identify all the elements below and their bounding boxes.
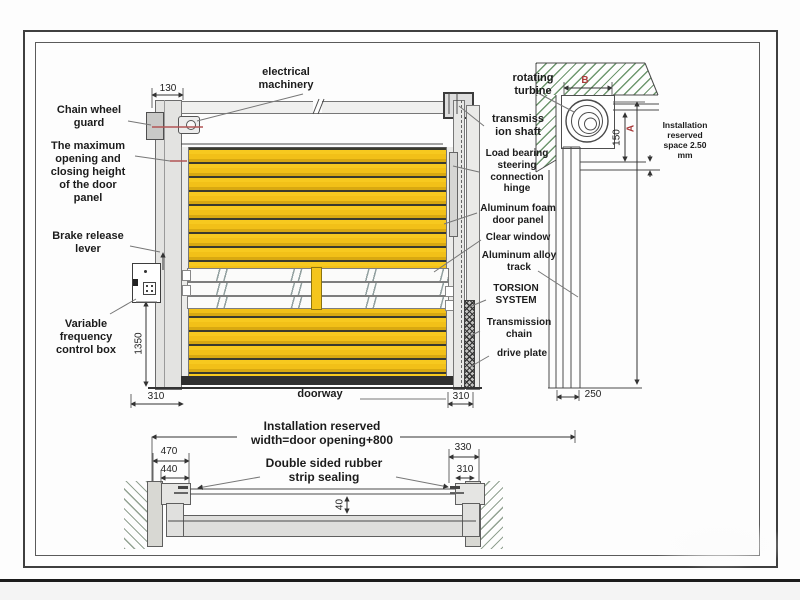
- plan-left-wall-hatch: [124, 481, 148, 549]
- door-bottom-seal: [181, 376, 453, 385]
- window-center-mullion: [311, 267, 322, 310]
- dim-470: 470: [160, 446, 178, 457]
- label-clear-window: Clear window: [485, 232, 551, 243]
- control-box-keypad: [143, 282, 156, 295]
- label-brake-release: Brake release lever: [52, 230, 124, 255]
- dim-B: B: [581, 75, 589, 86]
- label-chain-wheel-guard: Chain wheel guard: [56, 104, 122, 129]
- label-control-box: Variable frequency control box: [56, 318, 116, 356]
- dim-150: 150: [611, 129, 623, 146]
- motor-hub: [186, 120, 196, 130]
- label-aluminum-foam-panel: Aluminum foam door panel: [480, 203, 556, 226]
- label-rubber-seal: Double sided rubber strip sealing: [265, 456, 383, 485]
- lintel-wall-hatch-leg: [536, 95, 556, 172]
- left-guide-column-line: [164, 100, 165, 388]
- shaft-break-symbol: [313, 100, 322, 113]
- label-transmission-shaft: transmiss ion shaft: [492, 113, 544, 138]
- bottom-band: [0, 579, 800, 582]
- plan-right-guide-lower: [462, 503, 480, 537]
- chain-wheel-guard-box: [146, 112, 164, 140]
- load-bearing-hinge-strip: [449, 152, 458, 237]
- drawing-inner-border: [35, 42, 760, 556]
- label-drive-plate: drive plate: [496, 348, 548, 359]
- control-box-switch: [133, 279, 138, 286]
- dim-130: 130: [159, 83, 177, 94]
- label-torsion-system: TORSION SYSTEM: [493, 283, 539, 306]
- label-doorway: doorway: [297, 388, 343, 400]
- dim-310-right: 310: [452, 391, 470, 402]
- plan-left-wall: [147, 481, 163, 547]
- transmission-chain-graphic: [464, 300, 475, 388]
- rubber-seal-left2: [174, 492, 188, 494]
- window-end-chip: [182, 270, 191, 281]
- label-install-width: Installation reserved width=door opening…: [250, 419, 393, 448]
- dim-40: 40: [334, 498, 346, 511]
- rubber-seal-right: [450, 486, 460, 489]
- plan-threshold-bar: [168, 515, 478, 537]
- dim-310-left: 310: [147, 391, 165, 402]
- rubber-seal-left: [178, 486, 188, 489]
- track-dashed-line: [461, 100, 462, 388]
- watermark-smudge: [650, 520, 790, 570]
- dim-330: 330: [454, 442, 472, 453]
- label-aluminum-track: Aluminum alloy track: [481, 250, 557, 273]
- label-load-bearing-hinge: Load bearing steering connection hinge: [485, 148, 549, 195]
- label-install-space: Installation reserved space 2.50 mm: [662, 120, 708, 161]
- rubber-seal-right2: [450, 492, 464, 494]
- door-left-edge-strip: [181, 147, 189, 376]
- drawing-outer-border: [23, 30, 778, 568]
- control-box-led: [144, 270, 147, 273]
- below-band: [0, 582, 800, 600]
- door-panel-slats: [181, 147, 455, 378]
- dim-440: 440: [160, 464, 178, 475]
- dim-250: 250: [584, 389, 602, 400]
- plan-left-guide-lower: [166, 503, 184, 537]
- left-guide-column: [155, 100, 182, 390]
- window-end-chip: [182, 285, 191, 296]
- rolling-coil-box: [561, 95, 615, 149]
- label-max-height: The maximum opening and closing height o…: [50, 140, 126, 204]
- label-rotating-turbine: rotating turbine: [512, 72, 554, 97]
- dim-310-plan: 310: [456, 464, 474, 475]
- dim-A: A: [625, 124, 637, 133]
- label-electrical-machinery: electrical machinery: [258, 66, 314, 91]
- dim-1350: 1350: [133, 332, 145, 355]
- label-transmission-chain: Transmission chain: [486, 317, 552, 340]
